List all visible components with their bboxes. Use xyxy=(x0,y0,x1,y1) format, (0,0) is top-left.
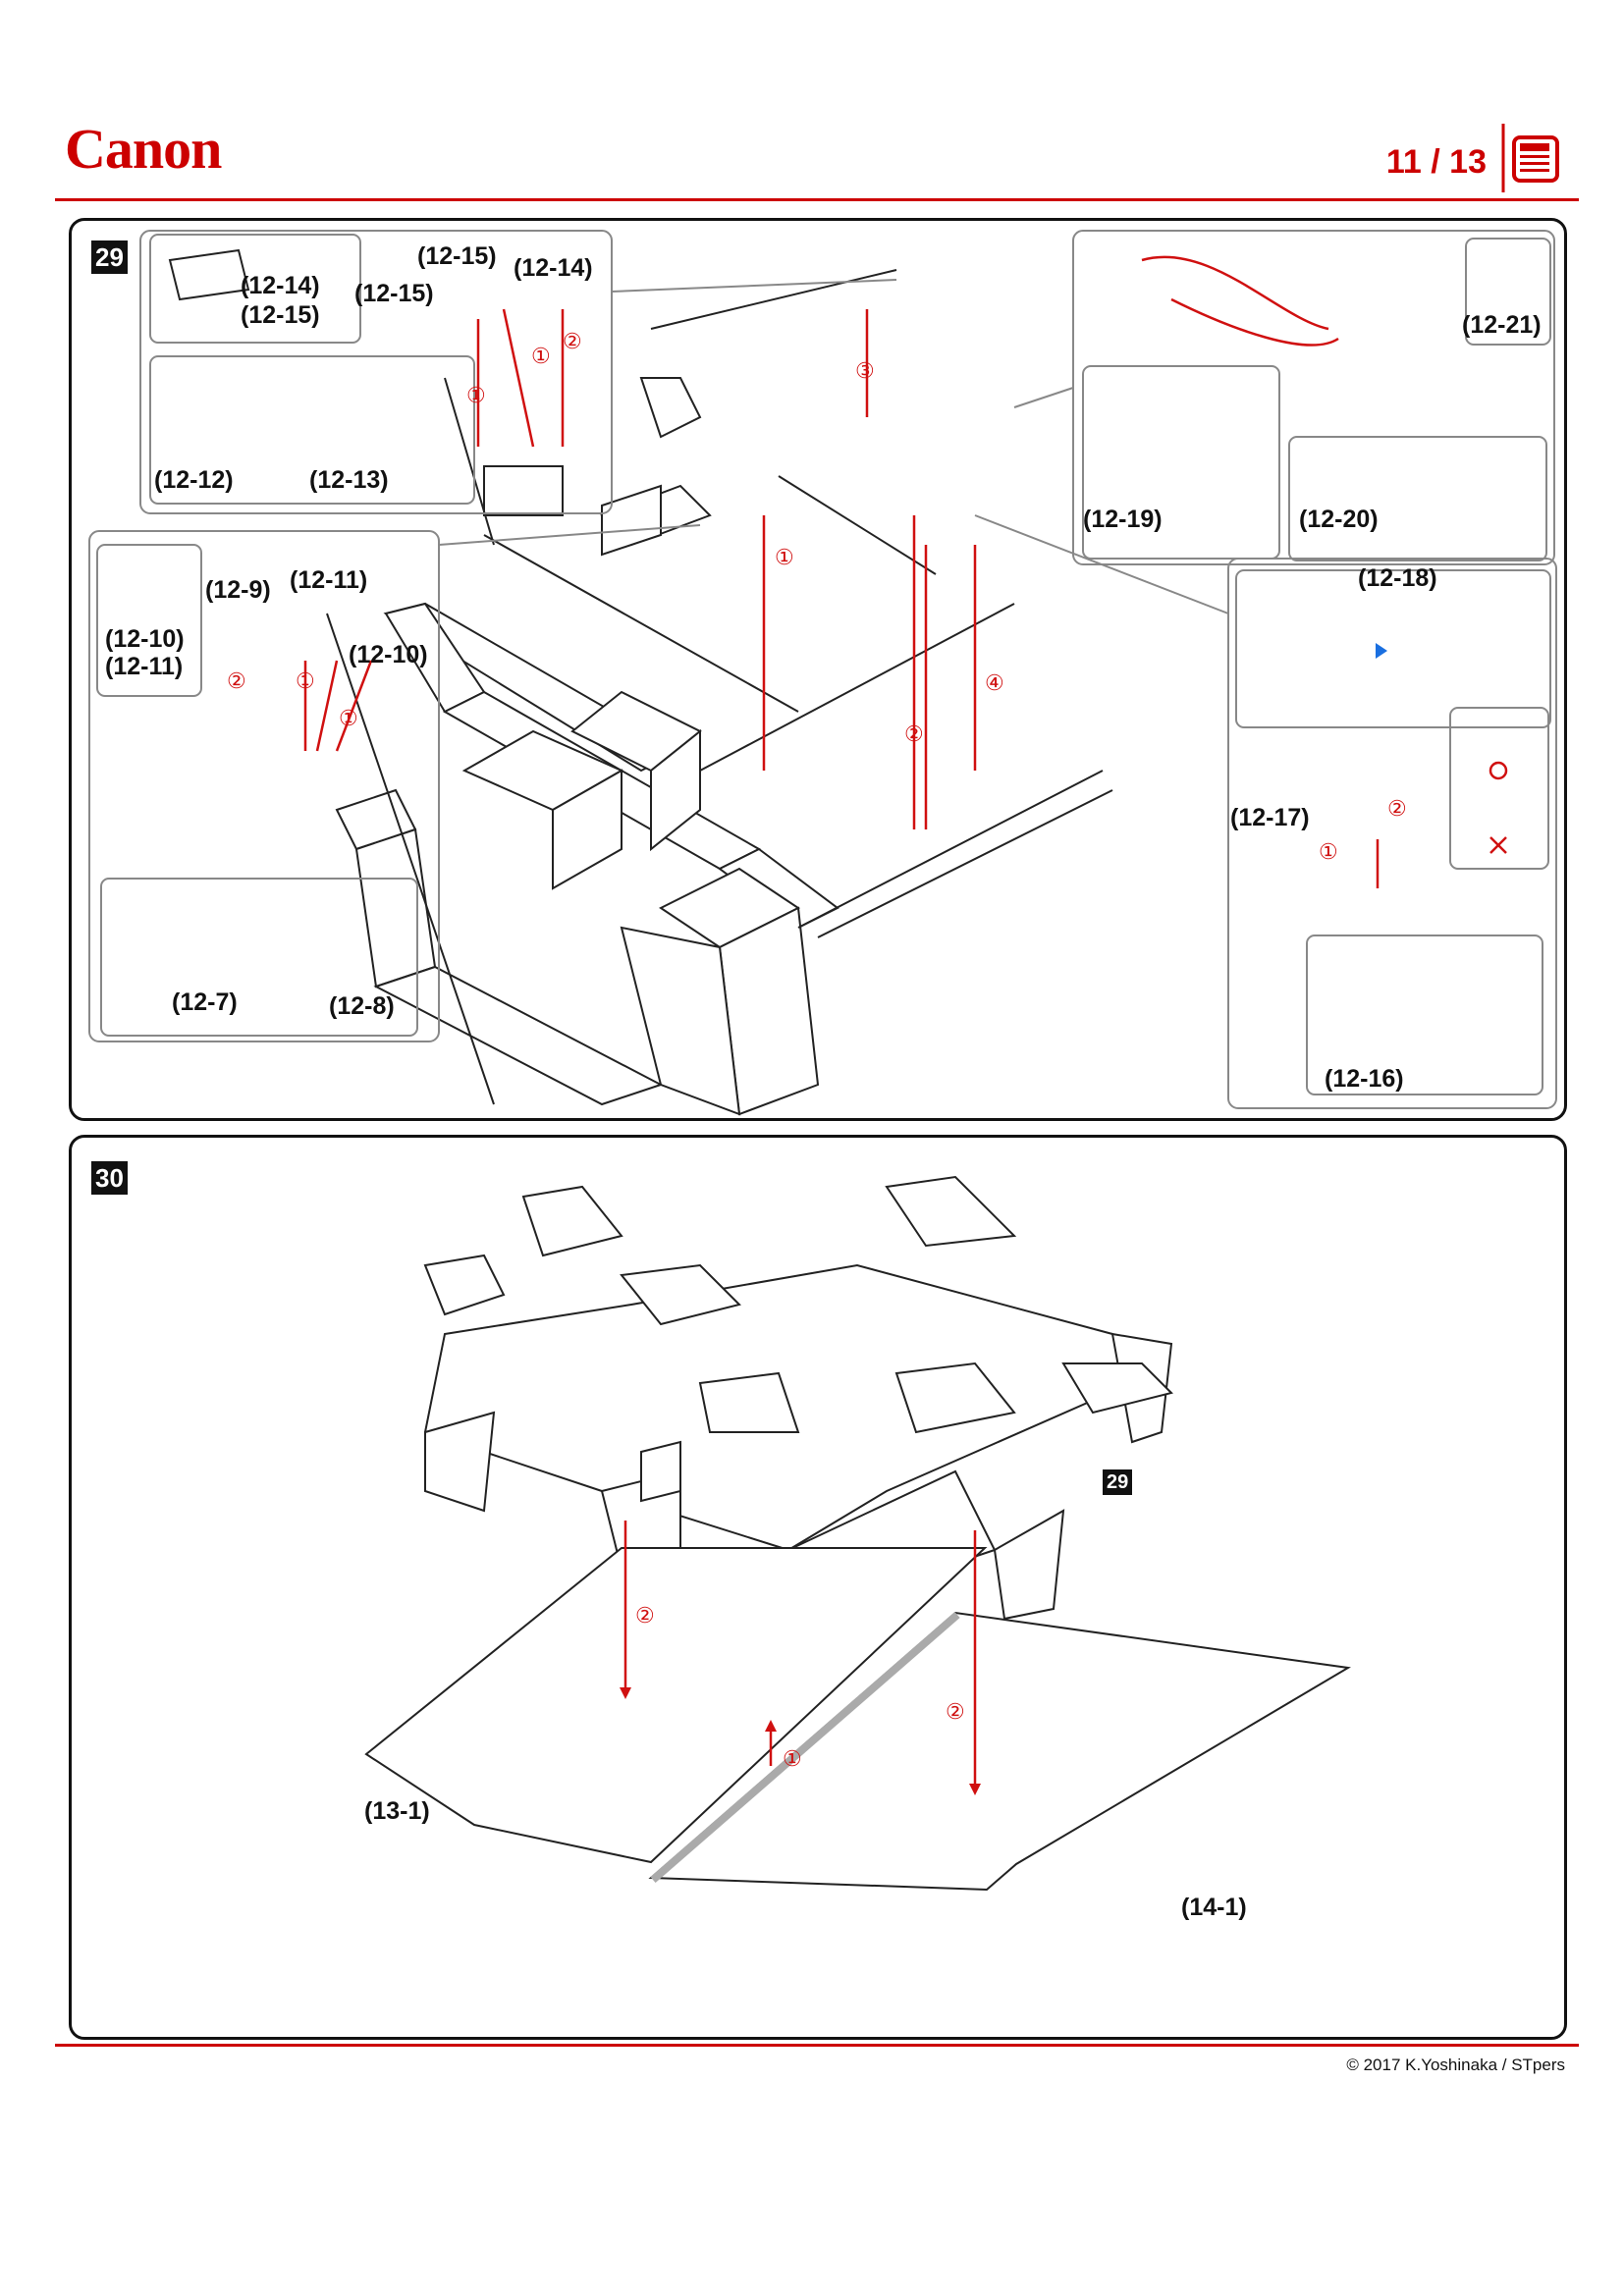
marker-2: ② xyxy=(904,721,924,746)
marker-1: ① xyxy=(296,668,315,693)
marker-1: ① xyxy=(775,545,794,569)
step-30-diagram: ② ② ① xyxy=(364,1175,1351,1892)
label-12-15: (12-15) xyxy=(354,280,434,307)
label-12-17: (12-17) xyxy=(1230,804,1310,831)
marker-2: ② xyxy=(1387,796,1407,821)
label-12-20: (12-20) xyxy=(1299,506,1379,533)
label-12-14: (12-14) xyxy=(514,254,593,282)
label-12-9: (12-9) xyxy=(205,576,271,604)
marker-2: ② xyxy=(563,329,582,353)
label-12-11: (12-11) xyxy=(290,566,368,594)
copyright-notice: © 2017 K.Yoshinaka / STpers xyxy=(1346,2056,1565,2074)
label-12-8: (12-8) xyxy=(329,992,395,1020)
marker-1: ① xyxy=(466,383,486,407)
label-13-1: (13-1) xyxy=(364,1797,430,1825)
marker-1: ① xyxy=(339,706,358,730)
step-30-panel: 30 xyxy=(69,1135,1567,2040)
arrow-right-icon xyxy=(1376,643,1387,659)
label-12-14: (12-14) xyxy=(241,272,320,299)
marker-2: ② xyxy=(227,668,246,693)
document-icon[interactable] xyxy=(1500,124,1565,192)
step-29-reference-badge: 29 xyxy=(1103,1469,1133,1495)
label-12-10: (12-10) xyxy=(105,625,185,653)
canon-logo: Canon xyxy=(65,117,222,181)
marker-2: ② xyxy=(635,1603,655,1628)
label-12-15: (12-15) xyxy=(241,301,320,329)
marker-2: ② xyxy=(946,1699,965,1724)
marker-1: ① xyxy=(531,344,551,368)
marker-1: ① xyxy=(783,1746,802,1771)
marker-1: ① xyxy=(1319,839,1338,864)
label-12-13: (12-13) xyxy=(309,466,389,494)
label-12-21: (12-21) xyxy=(1462,311,1542,339)
label-12-18: (12-18) xyxy=(1358,564,1437,592)
ok-mark-icon xyxy=(1489,761,1508,780)
label-14-1: (14-1) xyxy=(1181,1894,1247,1921)
step-30-number: 30 xyxy=(91,1161,128,1195)
label-12-7: (12-7) xyxy=(172,988,238,1016)
page-indicator: 11 / 13 xyxy=(1385,143,1487,181)
label-12-16: (12-16) xyxy=(1325,1065,1404,1093)
footer-rule xyxy=(55,2044,1579,2047)
label-12-12: (12-12) xyxy=(154,466,234,494)
ng-mark-icon xyxy=(1489,836,1507,854)
label-12-11: (12-11) xyxy=(105,653,184,680)
step-29-panel: 29 xyxy=(69,218,1567,1121)
step-29-diagram: ① ② ① ③ ① ② ④ ② ① ① ② ① xyxy=(88,230,1557,1116)
marker-4: ④ xyxy=(985,670,1004,695)
label-12-19: (12-19) xyxy=(1083,506,1163,533)
step-29-number: 29 xyxy=(91,240,128,274)
label-12-15: (12-15) xyxy=(417,242,497,270)
label-12-10: (12-10) xyxy=(349,641,428,668)
marker-3: ③ xyxy=(855,358,875,383)
header-rule xyxy=(55,198,1579,201)
